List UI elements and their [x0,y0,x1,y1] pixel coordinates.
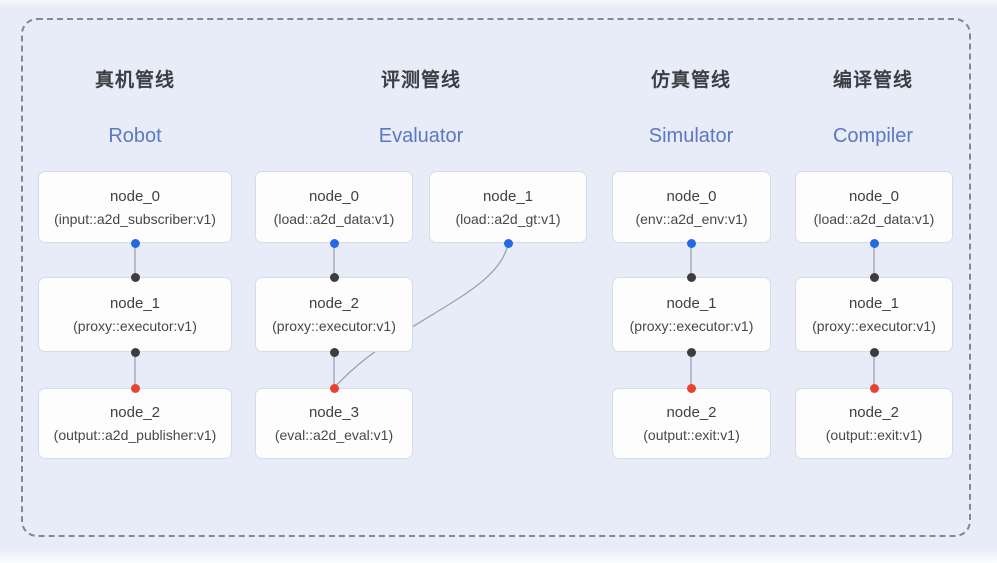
node-evaluator-1: node_1 (load::a2d_gt:v1) [429,171,587,243]
node-evaluator-0: node_0 (load::a2d_data:v1) [255,171,413,243]
node-title: node_0 [109,187,161,205]
node-title: node_0 [848,187,900,205]
port-output-dark-dot [329,347,339,357]
node-title: node_1 [848,295,900,312]
header-en-simulator: Simulator [648,125,734,147]
header-zh-compiler: 编译管线 [832,70,913,91]
node-compiler-0: node_0 (load::a2d_data:v1) [795,171,953,243]
dashed-frame [21,18,971,537]
node-simulator-2: node_2 (output::exit:v1) [612,388,771,459]
node-subtitle: (proxy::executor:v1) [812,318,936,334]
node-robot-1: node_1 (proxy::executor:v1) [38,277,232,352]
port-output-blue-dot [686,238,696,248]
node-title: node_2 [848,404,900,421]
node-simulator-1: node_1 (proxy::executor:v1) [612,277,771,352]
port-input-red-dot [130,383,140,393]
node-subtitle: (load::a2d_data:v1) [813,210,935,227]
node-title: node_3 [308,404,360,421]
node-compiler-1: node_1 (proxy::executor:v1) [795,277,953,352]
header-en-robot: Robot [108,125,162,147]
header-zh-simulator: 仿真管线 [650,70,731,91]
node-subtitle: (env::a2d_env:v1) [635,210,748,227]
node-subtitle: (load::a2d_gt:v1) [455,210,561,227]
port-input-red-dot [686,383,696,393]
node-title: node_1 [666,295,717,312]
node-subtitle: (input::a2d_subscriber:v1) [54,210,216,227]
node-compiler-2: node_2 (output::exit:v1) [795,388,953,459]
node-subtitle: (output::exit:v1) [643,427,740,443]
node-evaluator-3: node_3 (eval::a2d_eval:v1) [255,388,413,459]
node-evaluator-2: node_2 (proxy::executor:v1) [255,277,413,352]
port-input-dark-dot [329,272,339,282]
port-input-red-dot [329,383,339,393]
node-title: node_2 [666,404,717,421]
node-title: node_1 [109,295,161,312]
node-title: node_0 [308,187,360,205]
port-output-blue-dot [329,238,339,248]
port-output-blue-dot [503,238,513,248]
port-output-blue-dot [869,238,879,248]
edge-eval-1-3-curve [333,242,509,389]
port-output-dark-dot [869,347,879,357]
node-title: node_1 [482,187,534,205]
node-subtitle: (proxy::executor:v1) [272,318,396,334]
node-title: node_2 [308,295,360,312]
port-input-dark-dot [130,272,140,282]
node-simulator-0: node_0 (env::a2d_env:v1) [612,171,771,243]
node-subtitle: (load::a2d_data:v1) [273,210,395,227]
node-robot-0: node_0 (input::a2d_subscriber:v1) [38,171,232,243]
port-output-dark-dot [686,347,696,357]
node-subtitle: (proxy::executor:v1) [73,318,197,334]
port-input-red-dot [869,383,879,393]
node-subtitle: (proxy::executor:v1) [629,318,754,334]
header-zh-robot: 真机管线 [94,70,175,91]
port-input-dark-dot [686,272,696,282]
node-robot-2: node_2 (output::a2d_publisher:v1) [38,388,232,459]
node-subtitle: (output::exit:v1) [825,427,923,443]
node-title: node_2 [109,404,161,421]
node-subtitle: (output::a2d_publisher:v1) [53,427,217,443]
node-subtitle: (eval::a2d_eval:v1) [274,427,394,443]
header-en-compiler: Compiler [832,125,914,147]
header-en-evaluator: Evaluator [378,125,464,147]
header-zh-evaluator: 评测管线 [380,70,461,91]
node-title: node_0 [666,187,717,205]
port-output-blue-dot [130,238,140,248]
port-input-dark-dot [869,272,879,282]
port-output-dark-dot [130,347,140,357]
